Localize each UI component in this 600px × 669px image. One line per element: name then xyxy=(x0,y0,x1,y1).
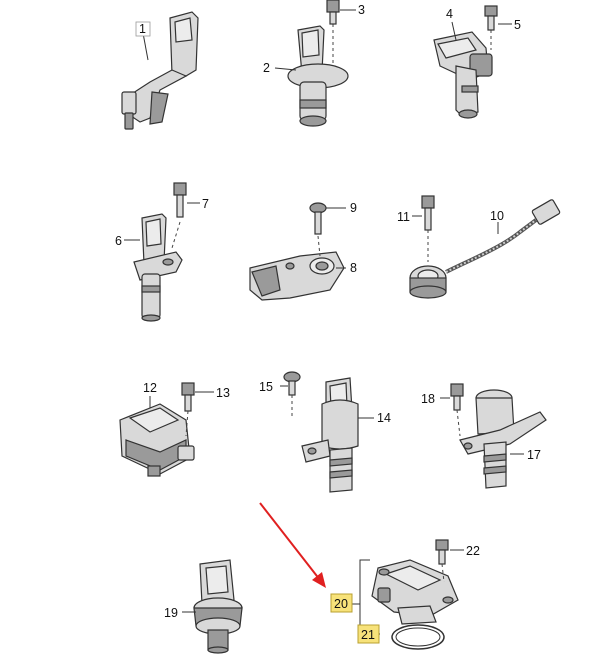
part-4-sensor[interactable] xyxy=(433,31,493,119)
callout-7: 7 xyxy=(202,197,209,211)
callout-12: 12 xyxy=(143,381,157,395)
part-12-pressure-sensor[interactable] xyxy=(119,403,195,477)
callout-5: 5 xyxy=(514,18,521,32)
bolt-5[interactable] xyxy=(484,5,498,31)
part-14-valve[interactable] xyxy=(301,377,359,493)
callout-19: 19 xyxy=(164,606,178,620)
bolt-22[interactable] xyxy=(435,539,449,565)
callout-9: 9 xyxy=(350,201,357,215)
callout-22: 22 xyxy=(466,544,480,558)
callout-21: 21 xyxy=(361,628,375,642)
bolt-9[interactable] xyxy=(309,202,327,235)
callout-14: 14 xyxy=(377,411,391,425)
part-10-knock-sensor[interactable] xyxy=(409,199,561,299)
callout-1: 1 xyxy=(139,22,146,36)
callout-box-1 xyxy=(135,21,151,37)
callout-20: 20 xyxy=(334,597,348,611)
callout-15: 15 xyxy=(259,380,273,394)
red-pointer-arrow xyxy=(259,502,326,588)
bolt-3[interactable] xyxy=(326,0,340,25)
part-6-sensor[interactable] xyxy=(133,213,183,322)
callout-17: 17 xyxy=(527,448,541,462)
part-19-pressure-switch[interactable] xyxy=(193,559,243,654)
bolt-13[interactable] xyxy=(181,382,195,412)
bolt-7[interactable] xyxy=(173,182,187,218)
bolt-11[interactable] xyxy=(421,195,435,231)
part-8-sensor[interactable] xyxy=(249,251,345,301)
part-1-sensor[interactable] xyxy=(121,11,199,130)
highlight-box-21 xyxy=(357,624,380,644)
callout-3: 3 xyxy=(358,3,365,17)
part-21-seal-ring[interactable] xyxy=(391,624,445,650)
callout-10: 10 xyxy=(490,209,504,223)
bolt-18[interactable] xyxy=(450,383,464,411)
highlight-box-20 xyxy=(330,593,353,613)
part-17-sensor[interactable] xyxy=(459,389,547,489)
callout-4: 4 xyxy=(446,7,453,21)
callout-11: 11 xyxy=(397,210,410,224)
bolt-15[interactable] xyxy=(283,371,301,396)
callout-18: 18 xyxy=(421,392,435,406)
callout-2: 2 xyxy=(263,61,270,75)
callout-6: 6 xyxy=(115,234,122,248)
callout-8: 8 xyxy=(350,261,357,275)
callout-13: 13 xyxy=(216,386,230,400)
part-20-sensor[interactable] xyxy=(371,559,459,625)
part-2-sensor[interactable] xyxy=(287,25,349,127)
